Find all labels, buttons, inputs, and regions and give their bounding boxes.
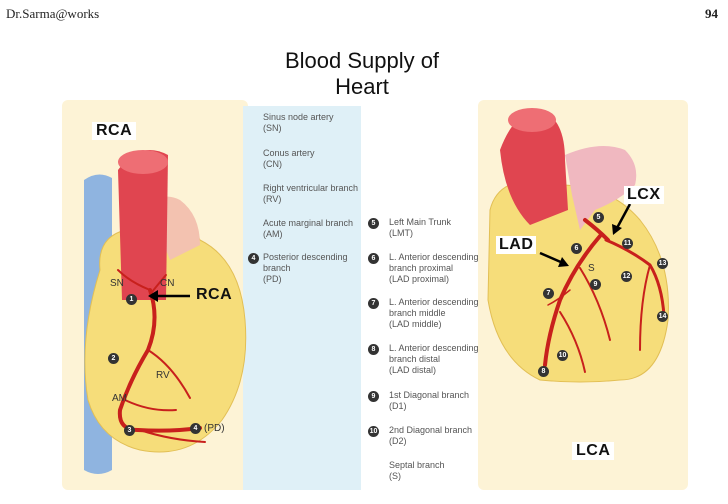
lcx-arrowhead bbox=[612, 224, 622, 235]
d1-branch bbox=[579, 267, 611, 341]
lca-aorta-top bbox=[508, 108, 556, 132]
rca-heart-tag: RCA bbox=[92, 122, 137, 140]
rv-label: RV bbox=[156, 370, 170, 381]
marker-10: 10 bbox=[557, 350, 568, 361]
lad-artery bbox=[543, 234, 602, 367]
marker-2: 2 bbox=[108, 353, 119, 364]
legend-sn: Sinus node artery (SN) bbox=[263, 112, 334, 133]
legend-lad-proximal: L. Anterior descending branch proximal (… bbox=[389, 252, 479, 284]
legend-am: Acute marginal branch (AM) bbox=[263, 218, 354, 239]
legend-rv: Right ventricular branch (RV) bbox=[263, 183, 359, 204]
rca-arrow-label: RCA bbox=[196, 286, 233, 303]
septal-branch bbox=[547, 289, 571, 306]
lcx-arrow bbox=[615, 203, 632, 229]
am-branch bbox=[124, 399, 177, 412]
legend-marker-9: 9 bbox=[368, 391, 379, 402]
aorta-top bbox=[118, 150, 168, 174]
lca-heart-tag: LCA bbox=[572, 442, 615, 460]
marker-11: 11 bbox=[622, 238, 633, 249]
legend-d1: 1st Diagonal branch (D1) bbox=[389, 390, 470, 411]
title-line-1: Blood Supply of bbox=[284, 48, 440, 73]
lad-arrow-label: LAD bbox=[496, 236, 537, 254]
pd-branch bbox=[139, 429, 206, 443]
rv-branch bbox=[147, 349, 191, 399]
pd-label: (PD) bbox=[204, 423, 225, 434]
legend-lad-distal: L. Anterior descending branch distal (LA… bbox=[389, 343, 479, 375]
legend-lad-middle: L. Anterior descending branch middle (LA… bbox=[389, 297, 479, 329]
legend-cn: Conus artery (CN) bbox=[263, 148, 315, 169]
marker-3: 3 bbox=[124, 425, 135, 436]
sn-label: SN bbox=[110, 278, 124, 289]
rca-legend-panel bbox=[243, 106, 361, 490]
marker-4: 4 bbox=[190, 423, 201, 434]
lmt-artery bbox=[583, 218, 610, 242]
lad-arrow bbox=[539, 251, 564, 265]
marker-8: 8 bbox=[538, 366, 549, 377]
rca-arrowhead bbox=[148, 290, 158, 302]
d2-branch bbox=[559, 311, 586, 373]
lad-arrowhead bbox=[558, 257, 569, 267]
marker-9: 9 bbox=[590, 279, 601, 290]
legend-lmt: Left Main Trunk (LMT) bbox=[389, 217, 452, 238]
lcx-arrow-label: LCX bbox=[624, 186, 664, 204]
marker-6: 6 bbox=[571, 243, 582, 254]
septal-label: S bbox=[588, 263, 595, 274]
legend-marker-6: 6 bbox=[368, 253, 379, 264]
lca-aorta bbox=[500, 110, 568, 225]
legend-marker-7: 7 bbox=[368, 298, 379, 309]
legend-marker-4: 4 bbox=[248, 253, 259, 264]
aorta bbox=[118, 150, 168, 300]
marker-5: 5 bbox=[593, 212, 604, 223]
sn-branch bbox=[117, 269, 151, 291]
marker-1: 1 bbox=[126, 294, 137, 305]
legend-marker-5: 5 bbox=[368, 218, 379, 229]
legend-pd: Posterior descending branch (PD) bbox=[263, 252, 348, 284]
cn-branch bbox=[151, 274, 167, 293]
am-label: AM bbox=[112, 393, 127, 404]
rca-main-artery bbox=[117, 288, 202, 433]
page-number: 94 bbox=[705, 6, 718, 21]
marker-14: 14 bbox=[657, 311, 668, 322]
marker-13: 13 bbox=[657, 258, 668, 269]
marginal-branch bbox=[639, 264, 651, 351]
marker-12: 12 bbox=[621, 271, 632, 282]
legend-marker-8: 8 bbox=[368, 344, 379, 355]
marker-7: 7 bbox=[543, 288, 554, 299]
title-line-2: Heart bbox=[335, 74, 389, 99]
legend-septal: Septal branch (S) bbox=[389, 460, 445, 481]
lca-pulmonary bbox=[565, 146, 637, 230]
slide-title: Blood Supply of Heart bbox=[262, 48, 462, 100]
legend-marker-10: 10 bbox=[368, 426, 379, 437]
legend-d2: 2nd Diagonal branch (D2) bbox=[389, 425, 473, 446]
author-label: Dr.Sarma@works bbox=[6, 6, 100, 21]
cn-label: CN bbox=[160, 278, 175, 289]
